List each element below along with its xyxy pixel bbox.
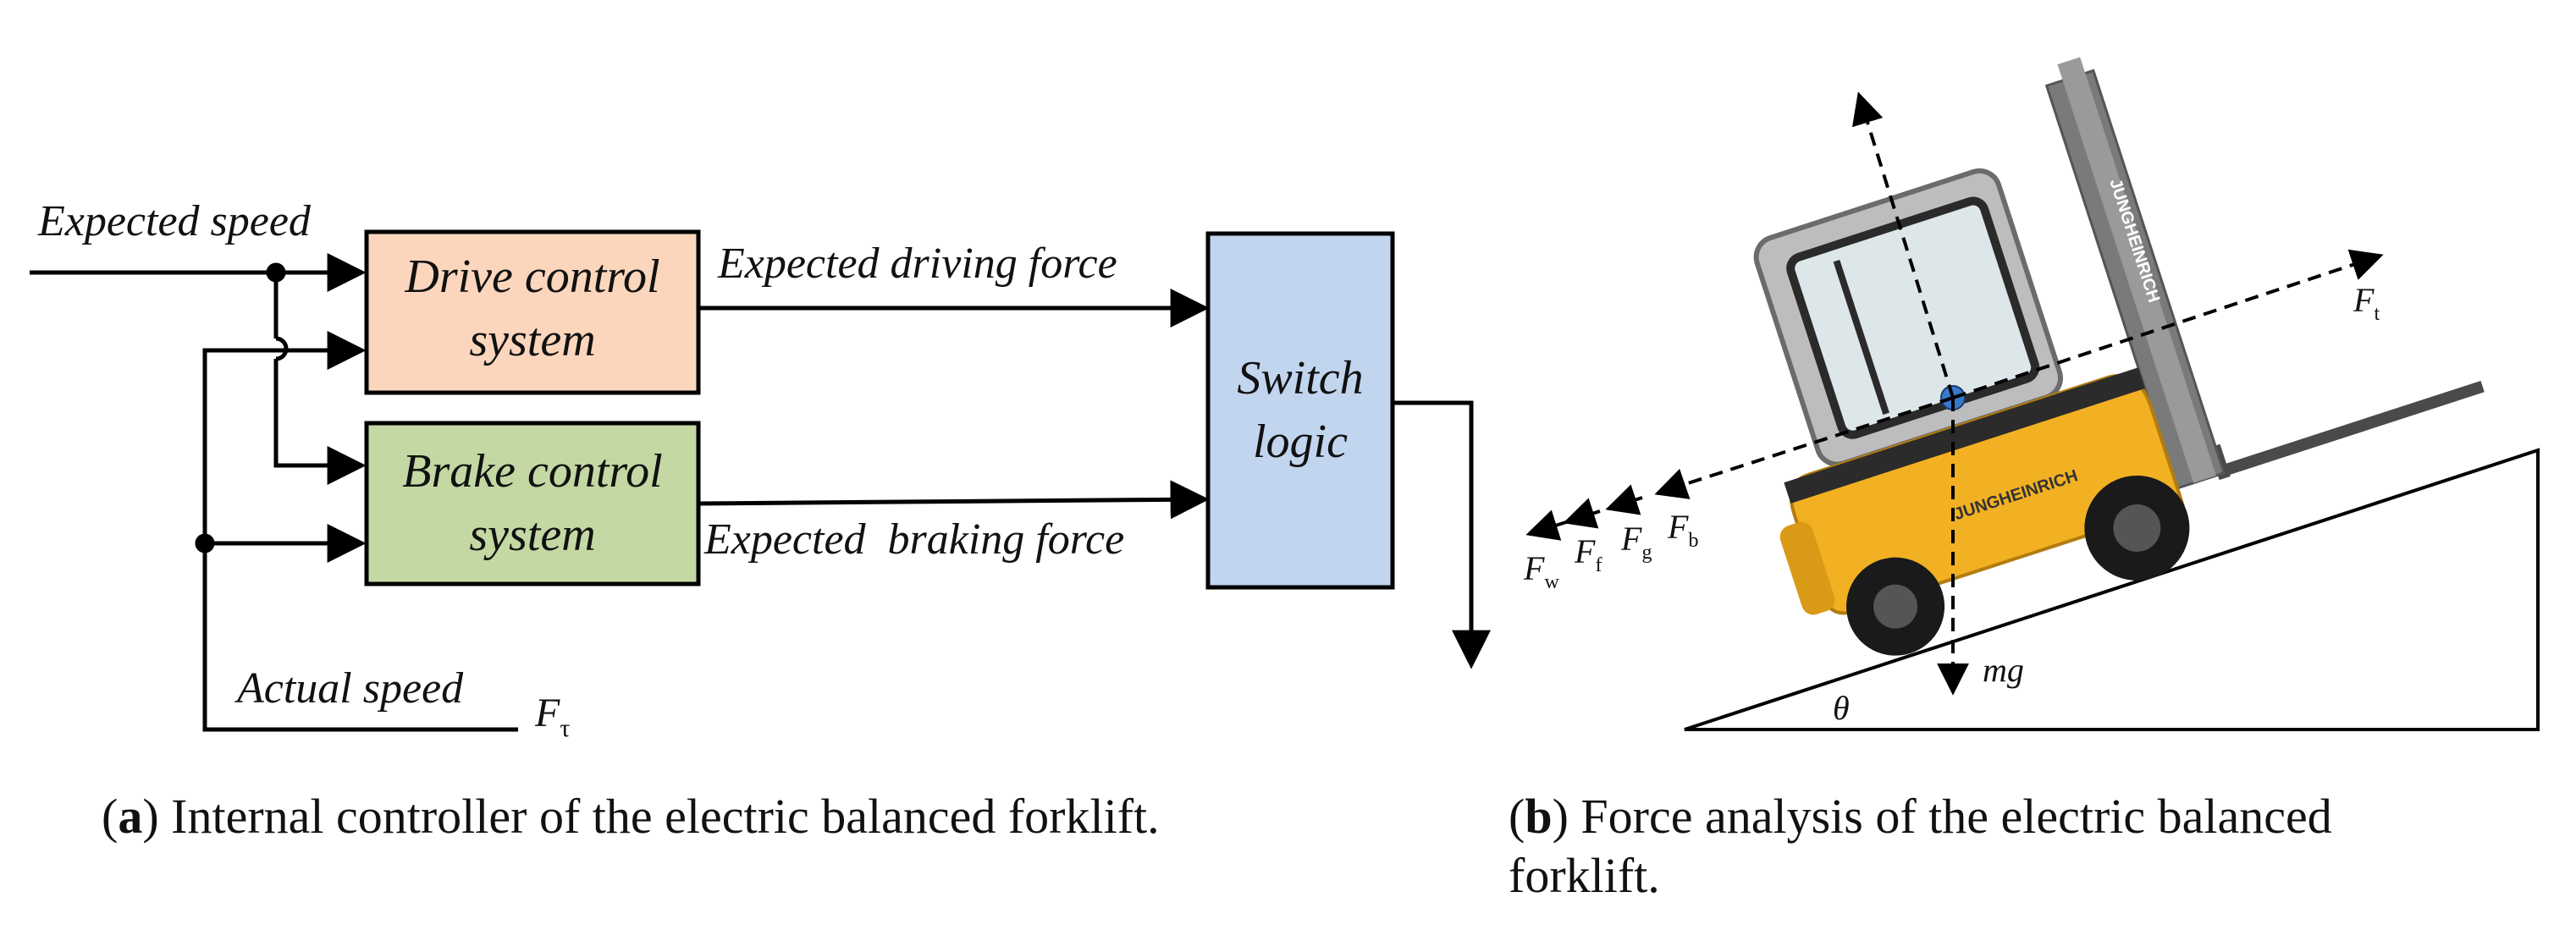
driving-force-label: Expected driving force [717,240,1117,288]
brake-control-block [364,421,701,586]
speed-to-brake-line-lower [273,359,367,485]
ff-label: Ff [1574,532,1602,576]
forklift-forks [2223,380,2485,476]
ramp-triangle [1684,448,2540,731]
braking-force-label: Expected braking force [703,515,1124,564]
caption-b-line2: forklift. [1509,847,1660,903]
brake-control-label-line1: Brake control [402,445,662,498]
fg-label: Fg [1620,520,1652,564]
resistance-forces-line [1658,396,1954,494]
fw-arrow [1525,509,1567,541]
panel-b-force-analysis: JUNGHEINRICH JUNGHEINRICH [1523,57,2540,731]
braking-force-arrow [698,480,1210,520]
caption-b: (b) Force analysis of the electric balan… [1509,787,2567,905]
switch-logic-label-line1: Switch [1237,352,1363,405]
forklift-windshield [1786,196,2040,439]
fb-arrow [1654,468,1691,499]
caption-b-line1: (b) Force analysis of the electric balan… [1509,789,2332,844]
traction-force-arrow [1952,249,2384,399]
expected-speed-label: Expected speed [37,197,312,245]
panel-a-controller-diagram [30,229,1491,732]
brake-control-label-line2: system [469,509,595,561]
caption-a: (a) Internal controller of the electric … [102,789,1160,844]
switch-output-arrow [1393,400,1491,669]
actual-speed-label: Actual speed [234,664,464,713]
drive-control-block [364,229,701,395]
drive-control-label-line1: Drive control [404,251,659,303]
ff-arrow [1563,498,1601,529]
mg-label: mg [1983,651,2024,689]
theta-label: θ [1833,689,1850,727]
junction-dot-actual [195,533,215,553]
ft-label: Ft [2353,281,2380,325]
drive-control-label-line2: system [469,314,595,366]
forklift-image: JUNGHEINRICH JUNGHEINRICH [1753,57,2485,656]
fg-arrow [1605,484,1643,515]
fb-label: Fb [1667,508,1698,552]
fw-label: Fw [1523,549,1559,593]
f-tau-label: Fτ [534,691,570,742]
support-force-arrow [1851,91,1955,399]
switch-logic-label-line2: logic [1253,416,1348,468]
switch-logic-block [1205,231,1395,590]
